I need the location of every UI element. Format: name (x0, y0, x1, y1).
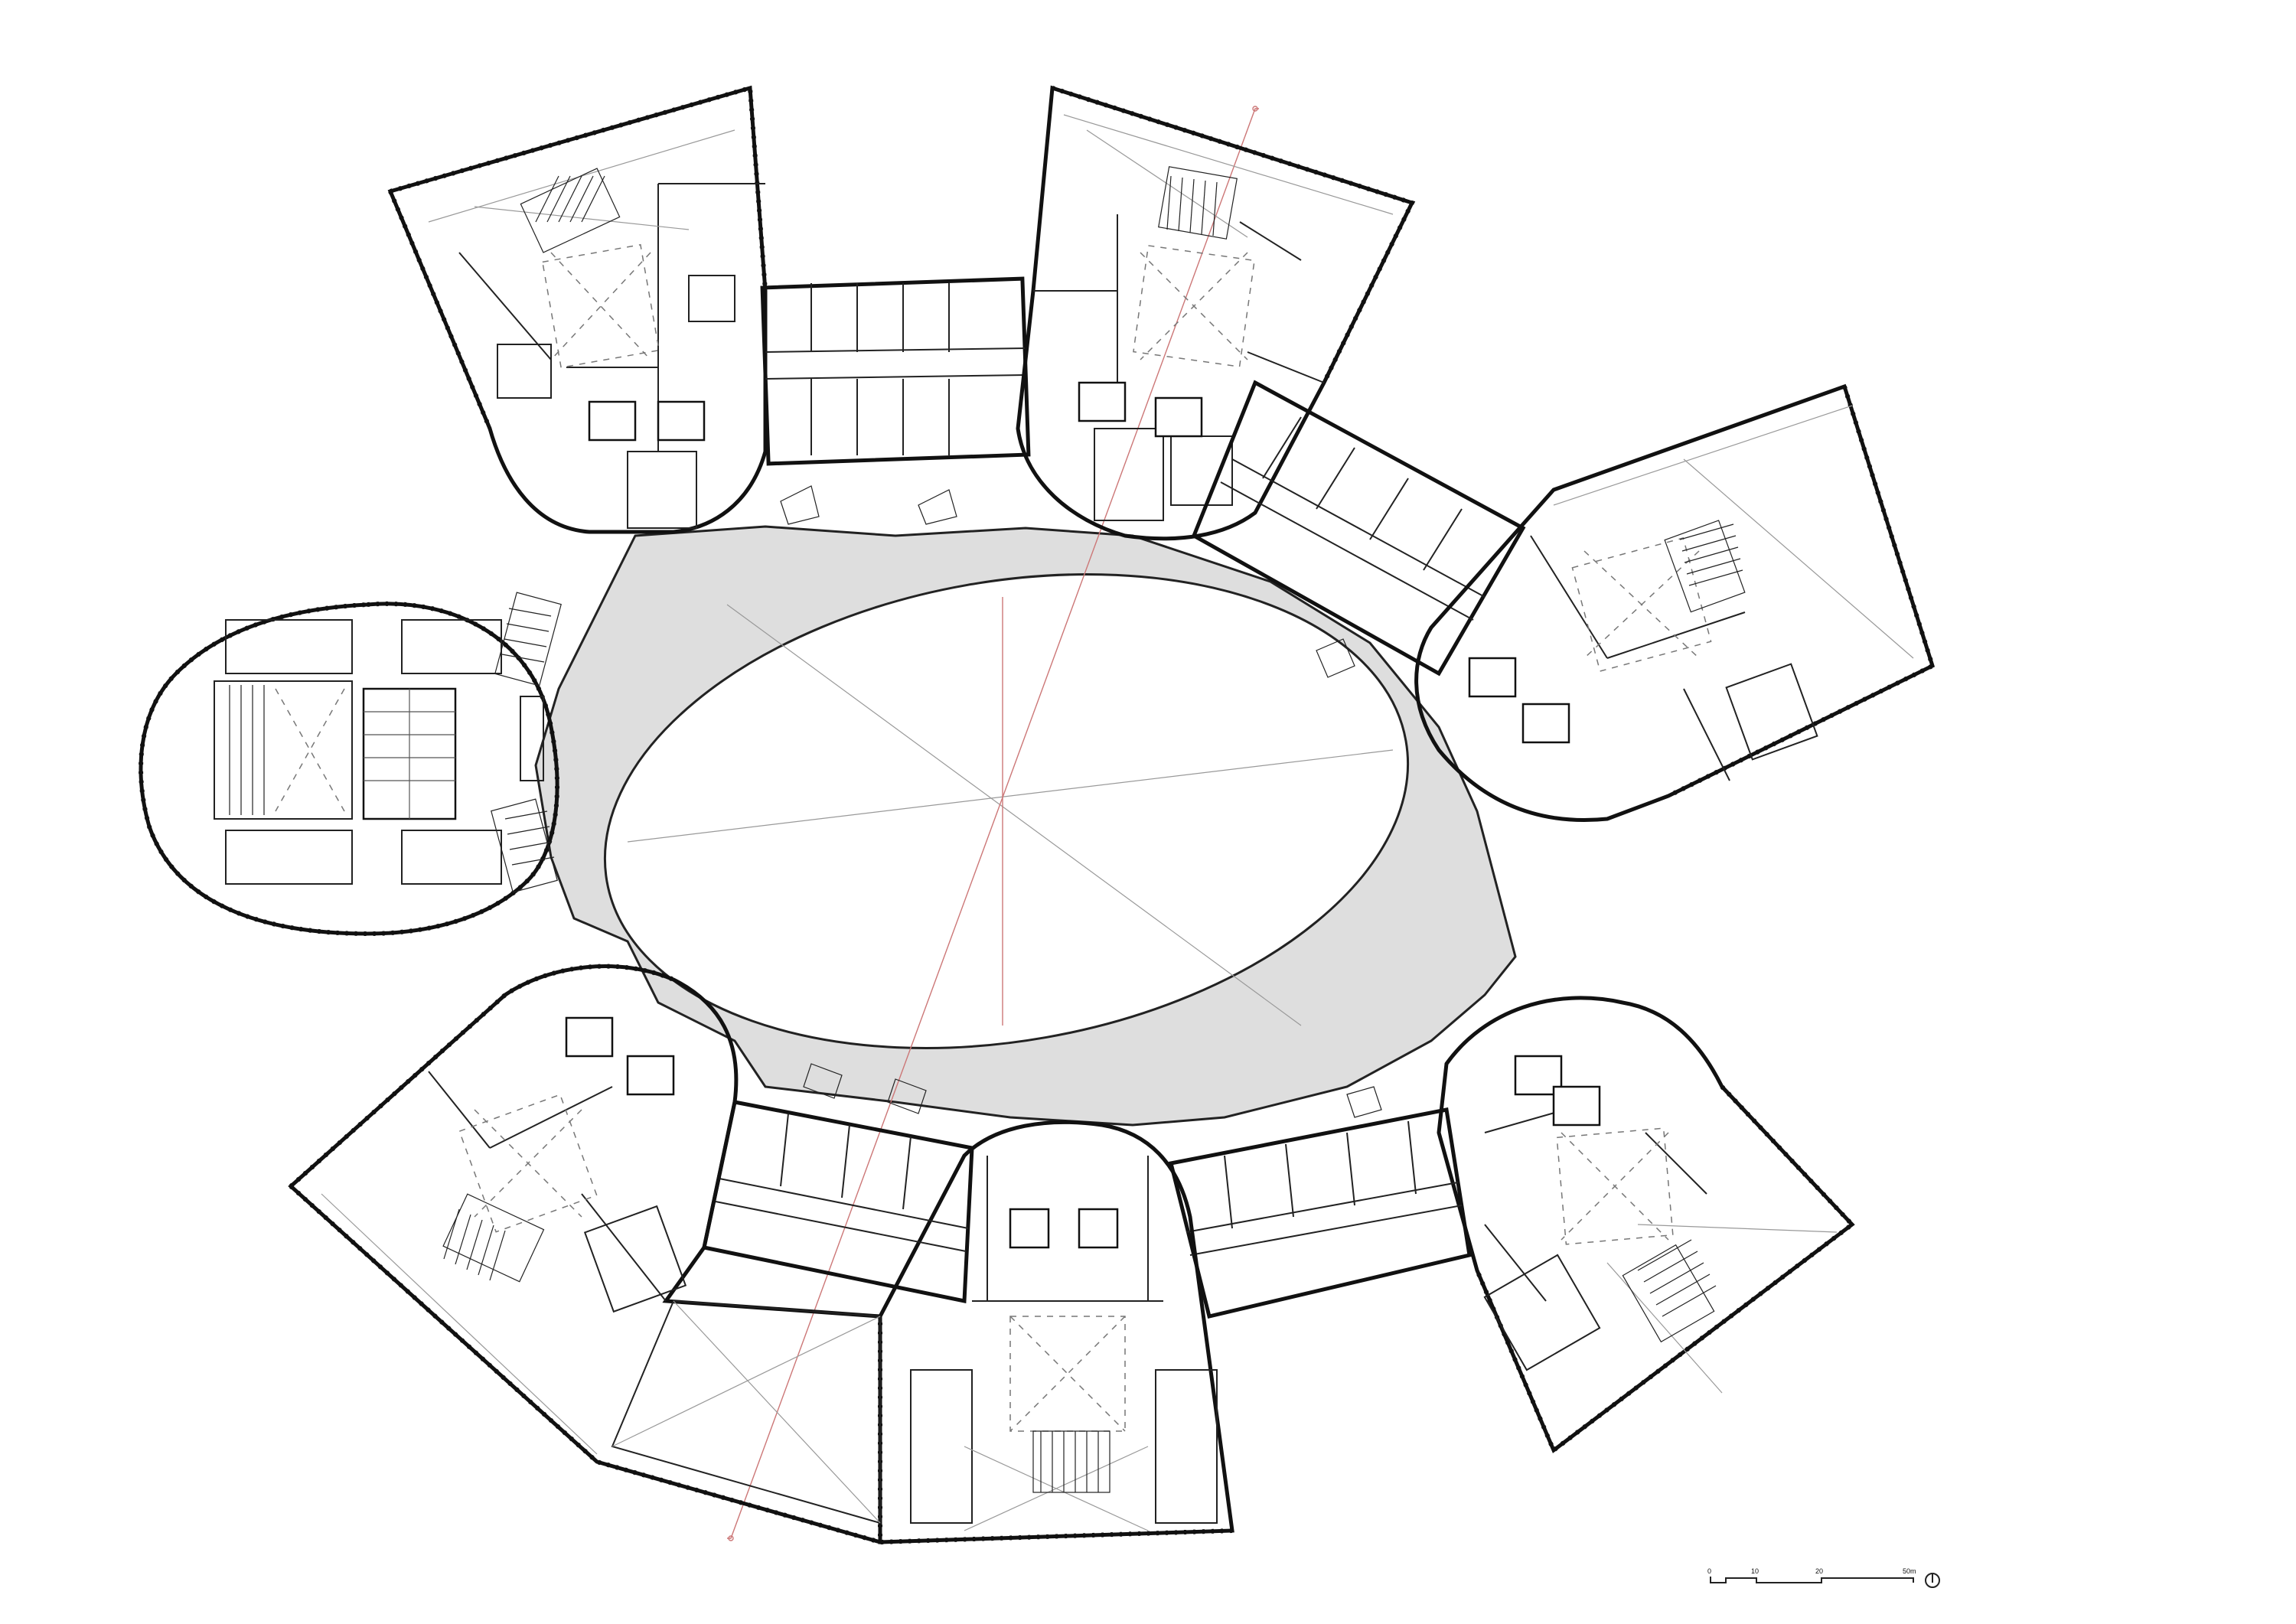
bridge-southeast (1168, 1107, 1472, 1319)
stair-sw (442, 1193, 545, 1283)
auditorium-stair-south (491, 798, 558, 893)
wing-northwest (387, 85, 768, 534)
scale-bar: 0 10 20 50m (1707, 1567, 1916, 1583)
scale-tick-50: 50m (1903, 1567, 1916, 1575)
wing-north (1016, 85, 1416, 541)
bridge-southwest (702, 1100, 974, 1304)
auditorium-stair-north (494, 592, 562, 686)
court-diagonal-1 (726, 604, 1302, 1026)
auditorium-seating (214, 680, 353, 820)
reference-axis (727, 106, 1259, 1541)
wing-southeast (1437, 996, 1856, 1454)
scale-tick-10: 10 (1751, 1567, 1759, 1575)
stair-n (1158, 166, 1238, 240)
stair-nw (520, 168, 621, 253)
north-arrow-icon (1925, 1573, 1940, 1588)
stair-s (1032, 1430, 1110, 1493)
southwest-open-court (611, 1300, 881, 1525)
bridge-north (760, 276, 1031, 466)
inner-court (603, 573, 1410, 1049)
scale-tick-20: 20 (1815, 1567, 1823, 1575)
bridge-northeast (1191, 380, 1526, 677)
wing-east (1414, 383, 1936, 823)
stair-se (1622, 1239, 1717, 1343)
wing-south (878, 1120, 1234, 1545)
court-stairs (780, 485, 1382, 1118)
wing-southwest (288, 964, 882, 1545)
central-courtyard (534, 525, 1517, 1127)
scale-tick-0: 0 (1707, 1567, 1711, 1575)
stair-e (1664, 520, 1746, 613)
auditorium-wing (139, 592, 562, 937)
court-diagonal-2 (627, 749, 1394, 843)
